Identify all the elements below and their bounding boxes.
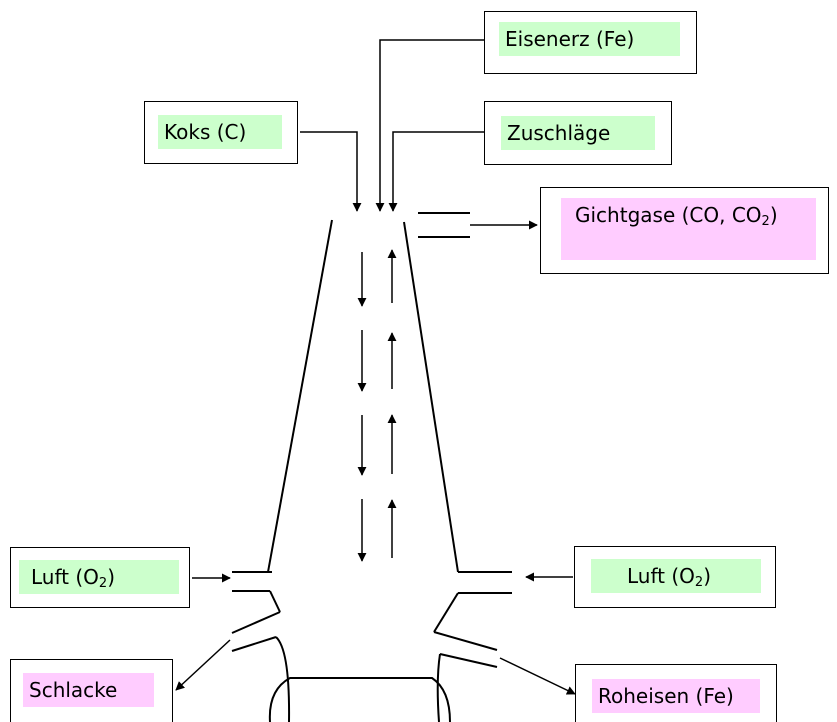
crucible [268,677,451,722]
air-left-subscript: 2 [98,576,108,591]
iron-tap-upper [433,631,498,651]
additives-label: Zuschläge [501,116,655,150]
furnace-wall-right [403,221,459,573]
hearth-right-wall [436,653,441,722]
coke-box: Koks (C) [144,101,298,164]
air-left-text: Luft (O [31,565,99,589]
additives-box: Zuschläge [484,101,672,165]
slag-label: Schlacke [23,673,154,707]
top-gas-box: Gichtgase (CO, CO2) [540,187,829,274]
top-gas-text: Gichtgase (CO, CO [575,203,762,227]
slag-tap-lower [231,636,277,652]
iron-ore-box: Eisenerz (Fe) [484,11,697,74]
iron-tap-lower [439,653,498,668]
coke-feed-line [300,131,362,212]
hearth-left-wall [275,636,291,722]
top-gas-label: Gichtgase (CO, CO2) [561,198,816,260]
air-right-subscript: 2 [694,575,704,590]
top-gas-subscript: 2 [761,214,770,229]
iron-ore-label: Eisenerz (Fe) [499,22,680,56]
air-left-box: Luft (O2) [10,547,190,608]
additives-feed-line [388,131,487,212]
air-right-close: ) [703,564,711,588]
top-gas-close: ) [769,203,778,227]
slag-box: Schlacke [10,659,173,722]
air-right-text: Luft (O [627,564,695,588]
iron-output-line [499,657,576,695]
air-left-close: ) [107,565,115,589]
furnace-wall-left [267,219,333,573]
air-right-box: Luft (O2) [574,546,776,608]
bosh-right [433,592,459,633]
pig-iron-box: Roheisen (Fe) [575,664,777,722]
bosh-left [269,590,281,613]
air-left-label: Luft (O2) [19,560,179,594]
slag-output-line [175,639,231,691]
coke-label: Koks (C) [158,115,282,149]
air-right-label: Luft (O2) [591,559,761,593]
ore-feed-line [375,39,487,212]
slag-tap-upper [231,611,281,634]
pig-iron-label: Roheisen (Fe) [592,679,760,713]
